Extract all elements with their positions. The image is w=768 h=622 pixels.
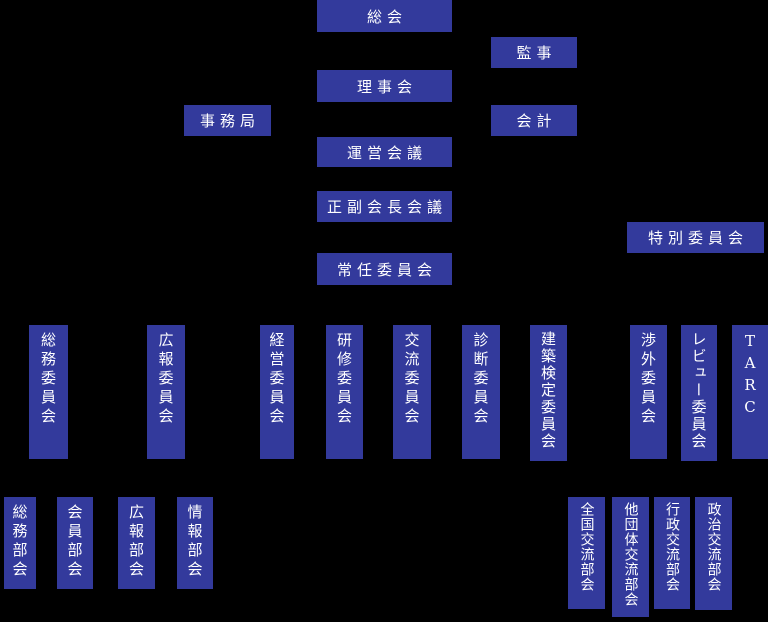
node-committee-tarc: TARC	[732, 325, 768, 459]
node-label: 会員部会	[65, 504, 84, 580]
node-auditor: 監事	[491, 37, 577, 68]
node-label: 理事会	[356, 77, 417, 96]
node-subcommittee-members: 会員部会	[57, 497, 93, 589]
node-label: 診断委員会	[471, 332, 490, 427]
node-label: 運営会議	[346, 143, 427, 162]
node-accounting: 会計	[491, 105, 577, 136]
node-label: 広報委員会	[156, 332, 175, 427]
node-subcommittee-other-organizations-exchange: 他団体交流部会	[612, 497, 649, 617]
node-special-committee: 特別委員会	[627, 222, 764, 253]
node-label: 経営委員会	[267, 332, 286, 427]
node-committee-public-relations: 広報委員会	[147, 325, 185, 459]
node-label: 特別委員会	[647, 229, 748, 247]
node-board-of-directors: 理事会	[317, 70, 452, 102]
node-subcommittee-general-affairs: 総務部会	[4, 497, 36, 589]
node-label: 全国交流部会	[578, 502, 595, 592]
node-label: 建築検定委員会	[539, 331, 557, 450]
node-subcommittee-public-relations: 広報部会	[118, 497, 155, 589]
node-subcommittee-political-exchange: 政治交流部会	[695, 497, 732, 610]
node-president-vp-meeting: 正副会長会議	[317, 191, 452, 222]
node-committee-review: レビュー委員会	[681, 325, 717, 461]
node-general-assembly: 総会	[317, 0, 452, 32]
node-committee-external-relations: 渉外委員会	[630, 325, 667, 459]
node-secretariat: 事務局	[184, 105, 271, 136]
node-label: 他団体交流部会	[622, 502, 639, 607]
node-label: 事務局	[199, 112, 260, 130]
node-label: 政治交流部会	[705, 502, 722, 592]
node-label: レビュー委員会	[689, 331, 708, 450]
node-label: 交流委員会	[402, 332, 421, 427]
node-label: 行政交流部会	[664, 502, 680, 592]
node-committee-training: 研修委員会	[326, 325, 363, 459]
node-standing-committee: 常任委員会	[317, 253, 452, 285]
node-subcommittee-government-exchange: 行政交流部会	[654, 497, 690, 609]
node-label: 会計	[516, 112, 557, 130]
node-committee-diagnosis: 診断委員会	[462, 325, 500, 459]
node-label: 総会	[366, 7, 407, 26]
node-label: TARC	[741, 332, 759, 420]
node-subcommittee-national-exchange: 全国交流部会	[568, 497, 605, 609]
node-label: 広報部会	[127, 504, 145, 580]
node-management-meeting: 運営会議	[317, 137, 452, 167]
node-label: 研修委員会	[335, 332, 353, 427]
node-label: 情報部会	[185, 504, 204, 580]
node-label: 総務部会	[10, 504, 29, 580]
node-subcommittee-information: 情報部会	[177, 497, 213, 589]
node-label: 渉外委員会	[639, 332, 657, 427]
node-committee-management: 経営委員会	[260, 325, 294, 459]
node-label: 正副会長会議	[326, 198, 447, 216]
node-committee-exchange: 交流委員会	[393, 325, 431, 459]
node-committee-architecture-certification: 建築検定委員会	[530, 325, 567, 461]
node-label: 総務委員会	[39, 332, 57, 427]
node-committee-general-affairs: 総務委員会	[29, 325, 68, 459]
node-label: 常任委員会	[336, 260, 437, 279]
node-label: 監事	[516, 44, 557, 62]
